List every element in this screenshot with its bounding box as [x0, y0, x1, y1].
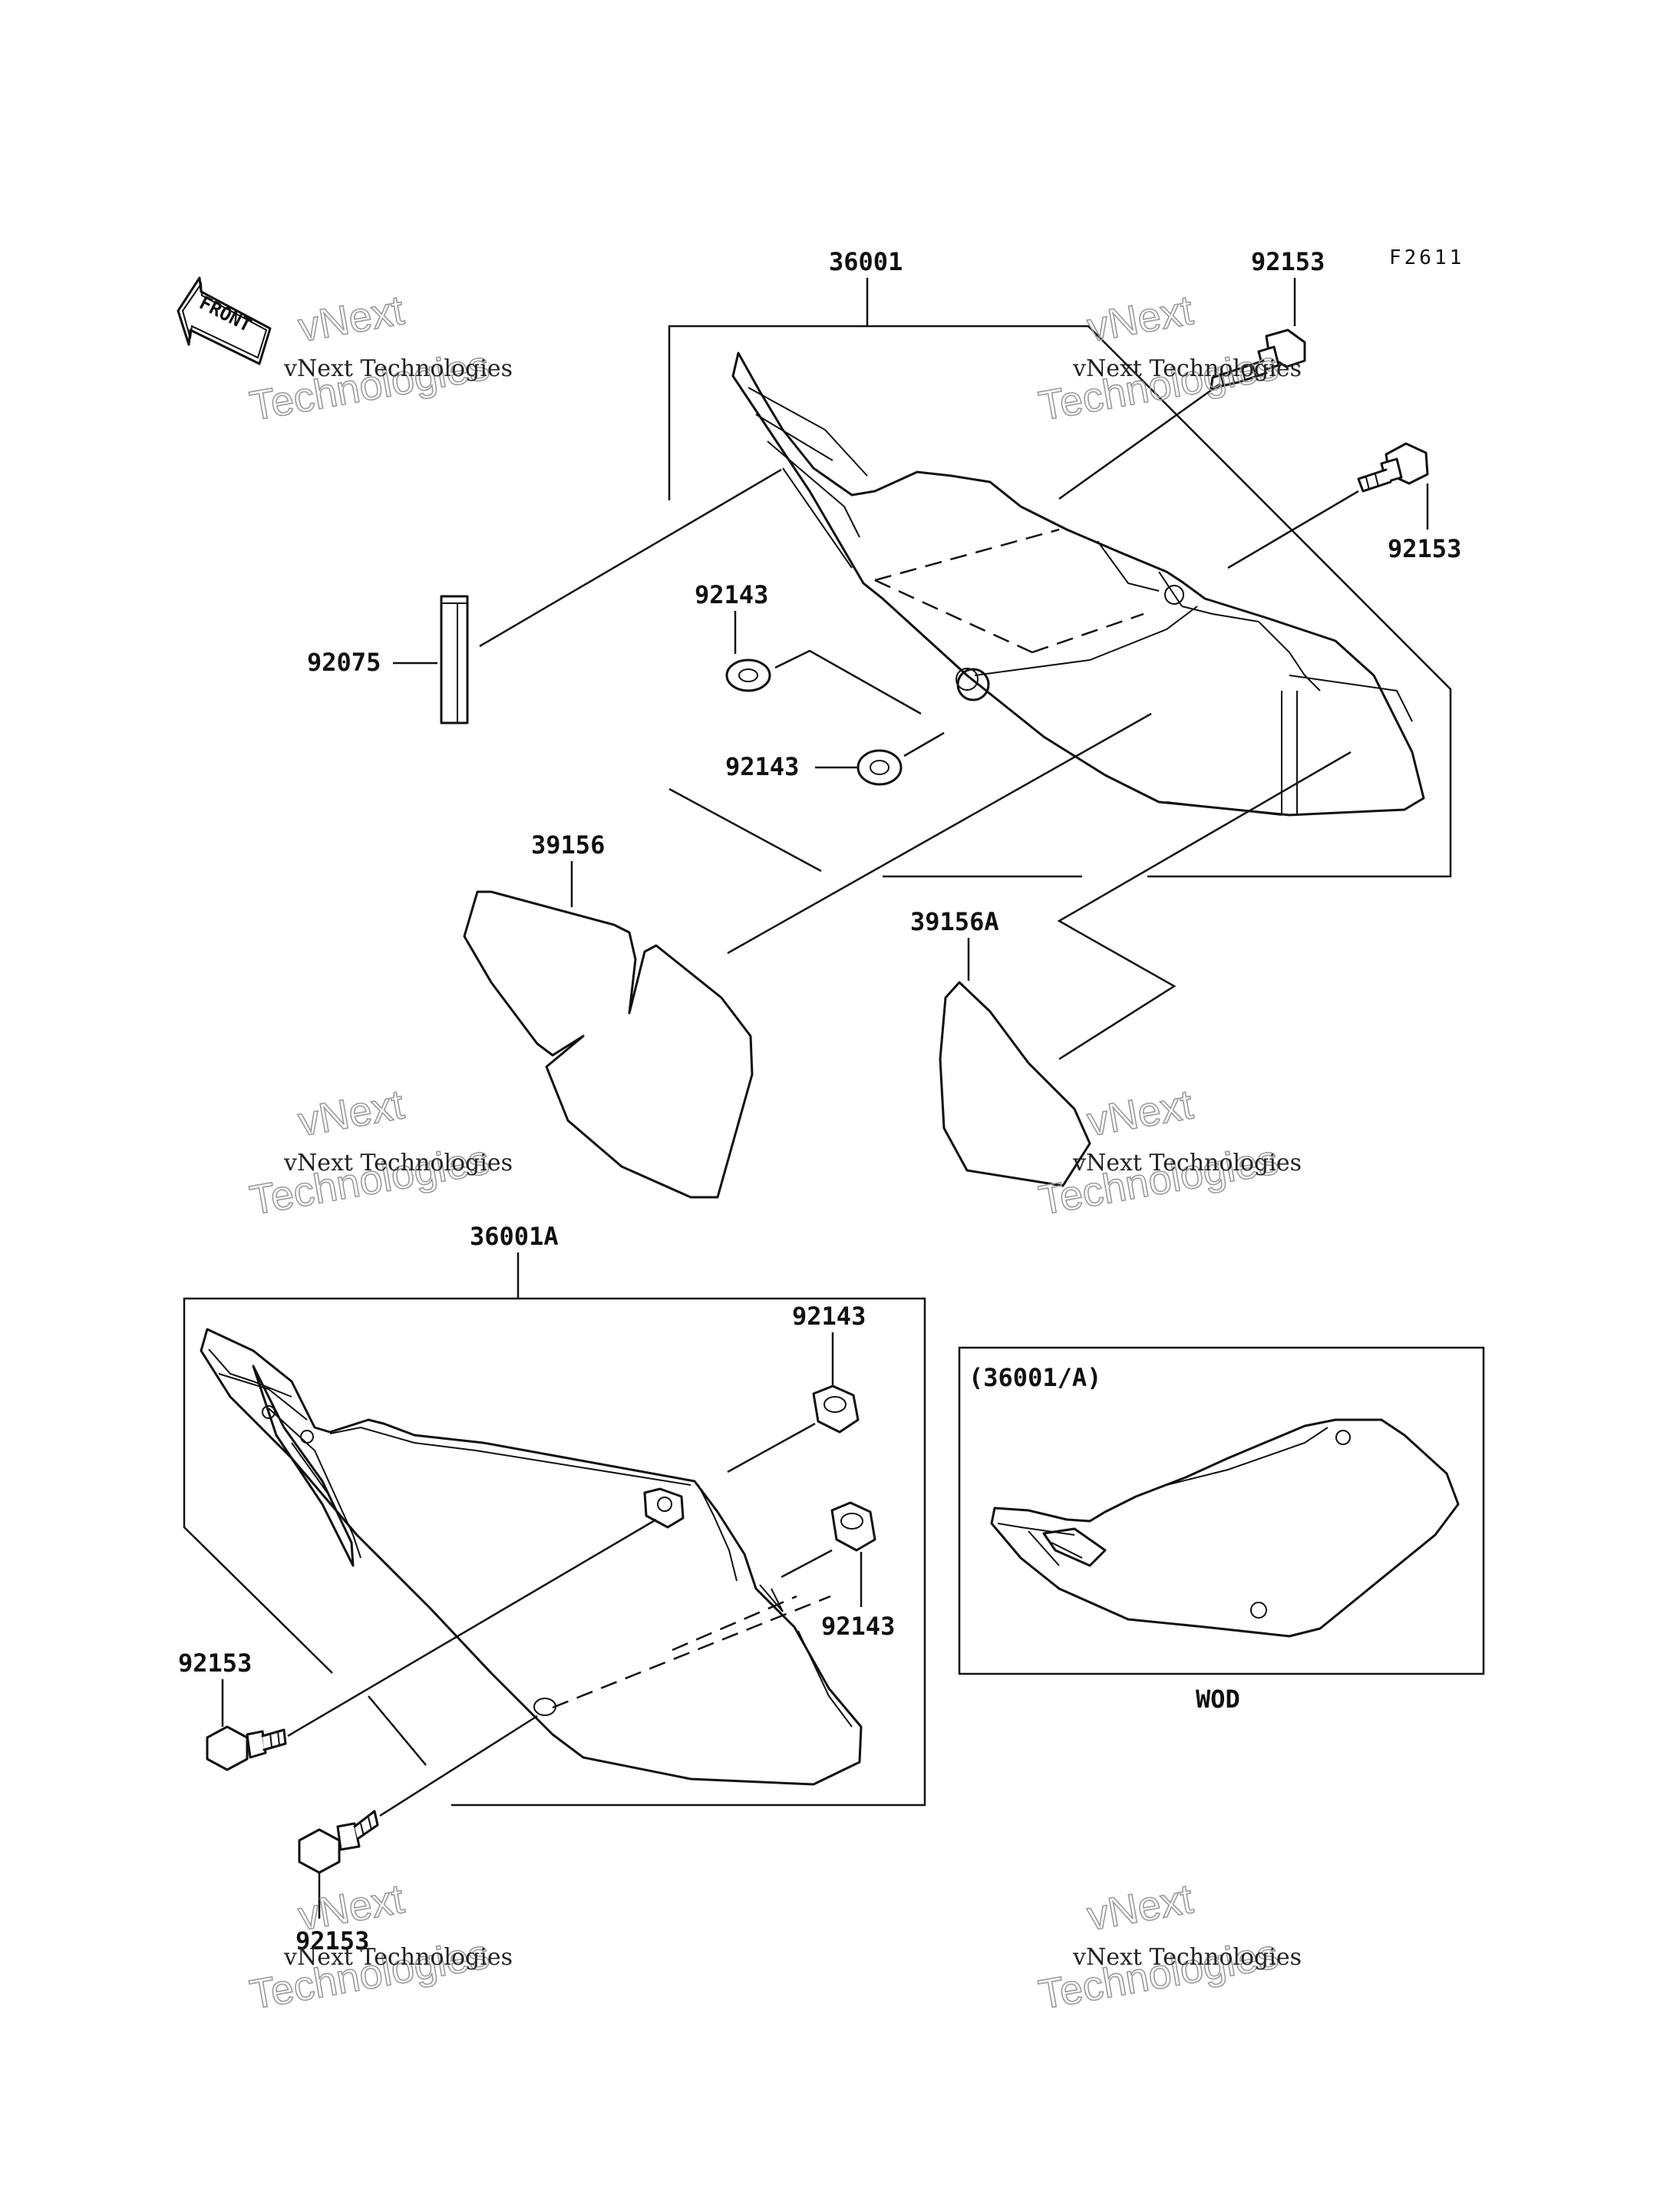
- pad-92075: [440, 595, 469, 724]
- callout-92153-top: 92153: [1251, 247, 1325, 276]
- collar-92143-d: [830, 1501, 876, 1552]
- front-arrow-icon: FRONT: [177, 276, 272, 365]
- callout-36001: 36001: [829, 247, 903, 276]
- side-cover-36001A: [200, 1328, 863, 1786]
- inset-panel: (36001/A) WOD: [958, 1346, 1485, 1714]
- callout-92153-left: 92153: [178, 1648, 252, 1678]
- svg-text:vNext Technologies: vNext Technologies: [1072, 355, 1302, 382]
- side-cover-36001: [731, 351, 1425, 817]
- watermark-4: vNext Technologies vNext Technologies: [1035, 1081, 1302, 1224]
- watermark-1: vNext Technologies vNext Technologies: [246, 286, 513, 430]
- inset-title: (36001/A): [969, 1363, 1101, 1392]
- svg-text:vNext: vNext: [1084, 1876, 1196, 1939]
- watermark-5: vNext Technologies vNext Technologies: [246, 1875, 513, 2018]
- svg-text:vNext: vNext: [1084, 1081, 1196, 1145]
- callout-92143-c: 92143: [792, 1302, 866, 1331]
- svg-text:vNext Technologies: vNext Technologies: [1072, 1944, 1302, 1971]
- callout-36001A: 36001A: [470, 1222, 559, 1251]
- callout-39156A: 39156A: [910, 907, 999, 936]
- watermark-3: vNext Technologies vNext Technologies: [246, 1081, 513, 1224]
- bolt-92153-top: [1210, 328, 1306, 390]
- figure-code: F2611: [1389, 246, 1464, 269]
- inset-side-cover: [990, 1418, 1460, 1638]
- watermark-6: vNext Technologies vNext Technologies: [1035, 1875, 1302, 2018]
- callout-92075: 92075: [307, 648, 381, 677]
- bolt-92153-right: [1357, 442, 1429, 493]
- callout-39156: 39156: [531, 830, 605, 860]
- svg-text:vNext: vNext: [295, 1876, 407, 1939]
- number-plate-39156: [463, 890, 754, 1199]
- svg-text:vNext Technologies: vNext Technologies: [283, 1944, 513, 1971]
- svg-text:vNext Technologies: vNext Technologies: [283, 1150, 513, 1177]
- callout-92143-b: 92143: [725, 752, 799, 781]
- collar-92143-c: [812, 1384, 860, 1434]
- assembly-36001: 36001 92153: [307, 247, 1461, 878]
- svg-text:vNext: vNext: [295, 1081, 407, 1145]
- svg-text:vNext: vNext: [1084, 287, 1196, 351]
- plate-39156-group: 39156 39156A: [463, 712, 1352, 1199]
- callout-92153-right: 92153: [1388, 534, 1461, 563]
- callout-92143-a: 92143: [695, 580, 768, 609]
- svg-text:vNext Technologies: vNext Technologies: [283, 355, 513, 382]
- collar-92143-b: [857, 749, 903, 786]
- number-plate-39156A: [939, 981, 1091, 1187]
- callout-92143-d: 92143: [821, 1612, 895, 1641]
- assembly-36001A: 36001A 92143 92: [178, 1222, 926, 1955]
- watermark-2: vNext Technologies vNext Technologies: [1035, 286, 1302, 430]
- bolt-92153-bottom: [298, 1810, 379, 1874]
- collar-92143-a: [725, 658, 771, 692]
- svg-text:vNext Technologies: vNext Technologies: [1072, 1150, 1302, 1177]
- callout-92153-bottom: 92153: [295, 1926, 369, 1955]
- inset-caption: WOD: [1196, 1685, 1240, 1714]
- bolt-92153-left: [206, 1725, 287, 1771]
- svg-text:vNext: vNext: [295, 287, 407, 351]
